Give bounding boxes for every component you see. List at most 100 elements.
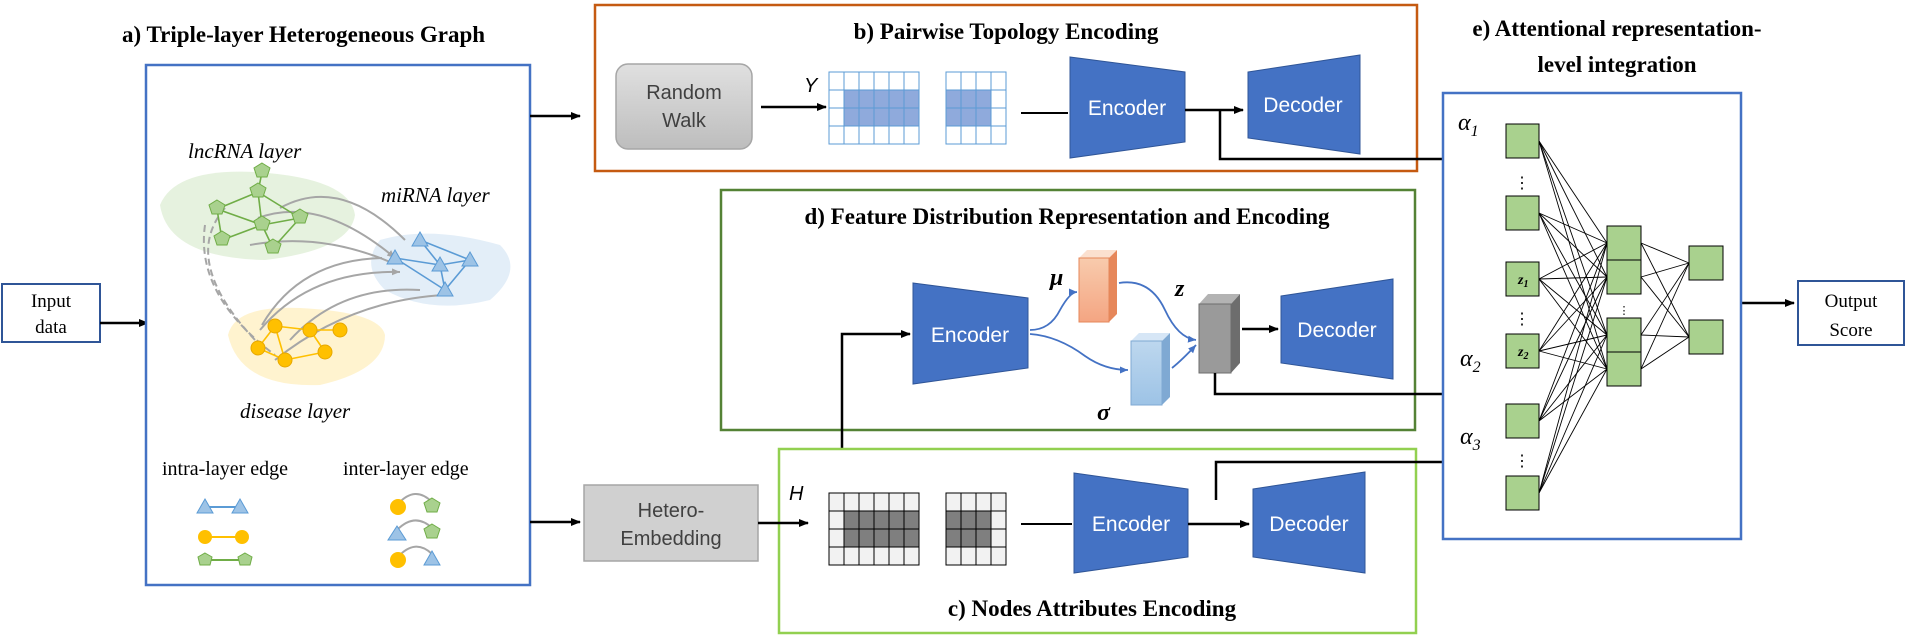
panel-c-title: c) Nodes Attributes Encoding <box>948 596 1237 621</box>
topology-matrix-left <box>828 71 920 145</box>
matrix-cell <box>990 492 1007 512</box>
matrix-cell <box>858 546 875 566</box>
nn-connection <box>1538 140 1608 336</box>
reparam-curves <box>1029 281 1197 374</box>
nn-output-column <box>1688 245 1724 355</box>
nn-connection <box>1538 368 1608 494</box>
hetero-embedding-box: Hetero- Embedding <box>583 484 759 562</box>
dots-hidden: ⋮ <box>1619 305 1630 317</box>
matrix-cell <box>873 71 890 91</box>
matrix-cell <box>828 492 845 512</box>
panel-d-encoder-label: Encoder <box>931 324 1009 347</box>
matrix-cell <box>960 125 977 145</box>
matrix-cell <box>903 546 920 566</box>
panel-b-decoder-label: Decoder <box>1263 94 1342 117</box>
matrix-cell <box>843 89 860 109</box>
matrix-cell <box>903 492 920 512</box>
z-cuboid <box>1198 294 1240 374</box>
nn-connection <box>1538 368 1608 422</box>
matrix-cell <box>888 107 905 127</box>
matrix-cell <box>990 528 1007 548</box>
y-label: Y <box>804 75 819 97</box>
nn-connection <box>1538 242 1608 422</box>
matrix-cell <box>843 107 860 127</box>
matrix-cell <box>960 510 977 530</box>
matrix-cell <box>990 125 1007 145</box>
matrix-cell <box>858 71 875 91</box>
nn-connection <box>1538 140 1608 278</box>
alpha1-label: α1 <box>1458 110 1479 140</box>
matrix-cell <box>975 71 992 91</box>
panel-c-encoder: Encoder <box>1073 472 1189 574</box>
dots-3: ⋮ <box>1514 453 1530 470</box>
matrix-cell <box>843 546 860 566</box>
matrix-cell <box>828 107 845 127</box>
matrix-cell <box>858 528 875 548</box>
nn-input-node-z1 <box>1505 261 1540 297</box>
mu-cuboid <box>1078 250 1117 323</box>
nn-connection <box>1538 212 1608 244</box>
random-walk-box: Random Walk <box>615 63 753 150</box>
nn-connection <box>1538 242 1608 352</box>
nn-input-column <box>1505 123 1540 511</box>
nn-connection <box>1538 212 1608 370</box>
topology-matrix-right <box>945 71 1007 145</box>
nn-connection <box>1538 334 1608 352</box>
alpha3-label: α3 <box>1460 424 1481 454</box>
panel-d-title: d) Feature Distribution Representation a… <box>804 204 1330 229</box>
panel-b-decoder: Decoder <box>1247 54 1361 155</box>
matrix-cell <box>873 107 890 127</box>
matrix-cell <box>945 71 962 91</box>
matrix-cell <box>888 125 905 145</box>
disease-graph <box>250 318 348 368</box>
output-label-1: Output <box>1825 291 1879 312</box>
hetero-label-1: Hetero- <box>638 500 705 522</box>
nn-connection <box>1538 350 1608 370</box>
dots-2: ⋮ <box>1514 311 1530 328</box>
matrix-cell <box>858 89 875 109</box>
nn-connection <box>1538 334 1608 494</box>
matrix-cell <box>903 125 920 145</box>
matrix-cell <box>975 546 992 566</box>
matrix-cell <box>990 510 1007 530</box>
z1-label: z1 <box>1517 273 1528 290</box>
inter-layer-edge-label: inter-layer edge <box>343 458 469 480</box>
matrix-cell <box>960 89 977 109</box>
hetero-label-2: Embedding <box>620 528 721 550</box>
matrix-cell <box>990 546 1007 566</box>
mu-label: μ <box>1048 265 1063 291</box>
panel-b-encoder-label: Encoder <box>1088 97 1166 120</box>
matrix-cell <box>873 510 890 530</box>
dots-1: ⋮ <box>1514 175 1530 192</box>
matrix-cell <box>903 107 920 127</box>
nn-connection <box>1538 140 1608 370</box>
random-walk-label-2: Walk <box>662 110 707 132</box>
random-walk-label-1: Random <box>646 82 722 104</box>
nn-hidden-column <box>1606 225 1642 387</box>
alpha2-label: α2 <box>1460 346 1481 376</box>
nn-connection <box>1640 276 1690 338</box>
matrix-cell <box>975 107 992 127</box>
matrix-cell <box>888 546 905 566</box>
panel-c-decoder-label: Decoder <box>1269 513 1348 536</box>
nn-connection <box>1538 278 1608 336</box>
nn-input-node <box>1505 403 1540 439</box>
inter-edge-legend <box>387 493 441 568</box>
matrix-cell <box>990 107 1007 127</box>
matrix-cell <box>945 510 962 530</box>
matrix-cell <box>843 528 860 548</box>
mirna-graph <box>386 230 479 297</box>
matrix-cell <box>903 71 920 91</box>
matrix-cell <box>975 528 992 548</box>
nn-connection <box>1640 336 1690 370</box>
matrix-cell <box>843 510 860 530</box>
matrix-cell <box>960 492 977 512</box>
disease-layer-label: disease layer <box>240 399 351 423</box>
intra-edge-legend <box>196 497 253 566</box>
c-to-alpha3-arrow <box>1214 458 1471 500</box>
matrix-cell <box>873 492 890 512</box>
attribute-matrix-left <box>828 492 920 566</box>
panel-e-title-1: e) Attentional representation- <box>1472 16 1761 41</box>
matrix-cell <box>858 510 875 530</box>
nn-input-node <box>1505 195 1540 231</box>
